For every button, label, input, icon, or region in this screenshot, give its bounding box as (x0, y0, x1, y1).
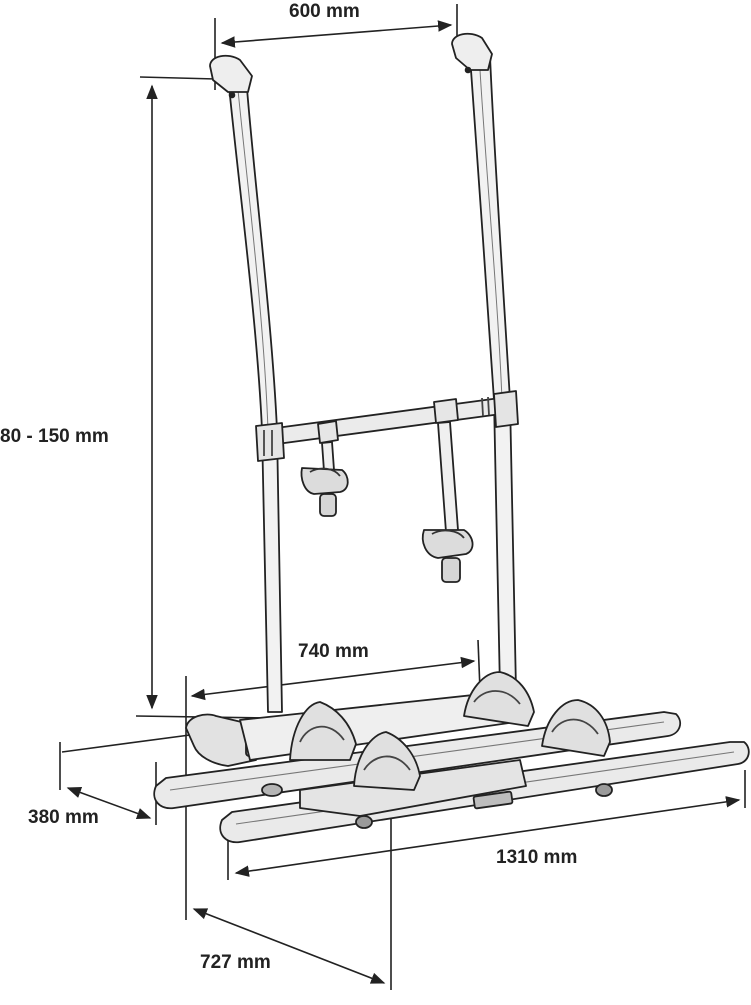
rear-wheel-holder-left (289, 701, 357, 761)
label-height: 80 - 150 mm (0, 426, 109, 447)
label-length: 1310 mm (496, 847, 578, 868)
label-overall-depth: 727 mm (200, 952, 271, 973)
cross-bar (275, 397, 502, 445)
label-mid-width: 740 mm (298, 641, 369, 662)
dimension-lines (59, 4, 746, 990)
left-frame-holder (300, 420, 349, 517)
right-upright (469, 55, 517, 691)
carrier-frame (209, 32, 519, 713)
carrier-base (153, 671, 750, 844)
label-depth: 380 mm (28, 807, 99, 828)
rear-wheel-holder-right (463, 671, 535, 727)
dim-depth (59, 732, 206, 825)
right-top-cap (451, 32, 493, 71)
left-top-cap (209, 54, 253, 93)
front-wheel-holder-left (353, 731, 421, 791)
label-top-width: 600 mm (289, 1, 360, 22)
left-upright (227, 75, 283, 713)
left-frame-clamp (255, 422, 285, 462)
right-frame-clamp (493, 390, 519, 428)
right-frame-holder (421, 398, 474, 583)
front-wheel-holder-right (541, 699, 611, 757)
